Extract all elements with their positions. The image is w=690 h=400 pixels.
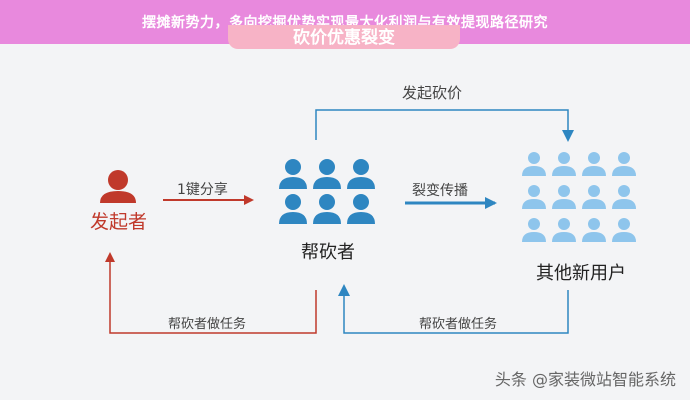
task-loop-left-arrow bbox=[105, 252, 317, 334]
initiator-label: 发起者 bbox=[90, 211, 148, 233]
watermark-text: 头条 @家装微站智能系统 bbox=[494, 370, 676, 389]
helpers-label: 帮砍者 bbox=[301, 242, 355, 263]
helpers-group-icon bbox=[279, 159, 375, 224]
task-left-label: 帮砍者做任务 bbox=[168, 317, 247, 332]
diagram-header: 砍价优惠裂变 bbox=[228, 25, 460, 49]
others-label: 其他新用户 bbox=[536, 263, 626, 284]
bargain-label: 发起砍价 bbox=[402, 84, 463, 102]
initiator-person-icon bbox=[100, 170, 136, 203]
other-users-group-icon bbox=[522, 152, 636, 242]
spread-label: 裂变传播 bbox=[412, 183, 468, 199]
task-right-label: 帮砍者做任务 bbox=[419, 317, 498, 332]
task-loop-right-arrow bbox=[338, 284, 569, 334]
bargain-loop-arrow bbox=[315, 109, 574, 142]
share-label: 1键分享 bbox=[177, 182, 228, 198]
